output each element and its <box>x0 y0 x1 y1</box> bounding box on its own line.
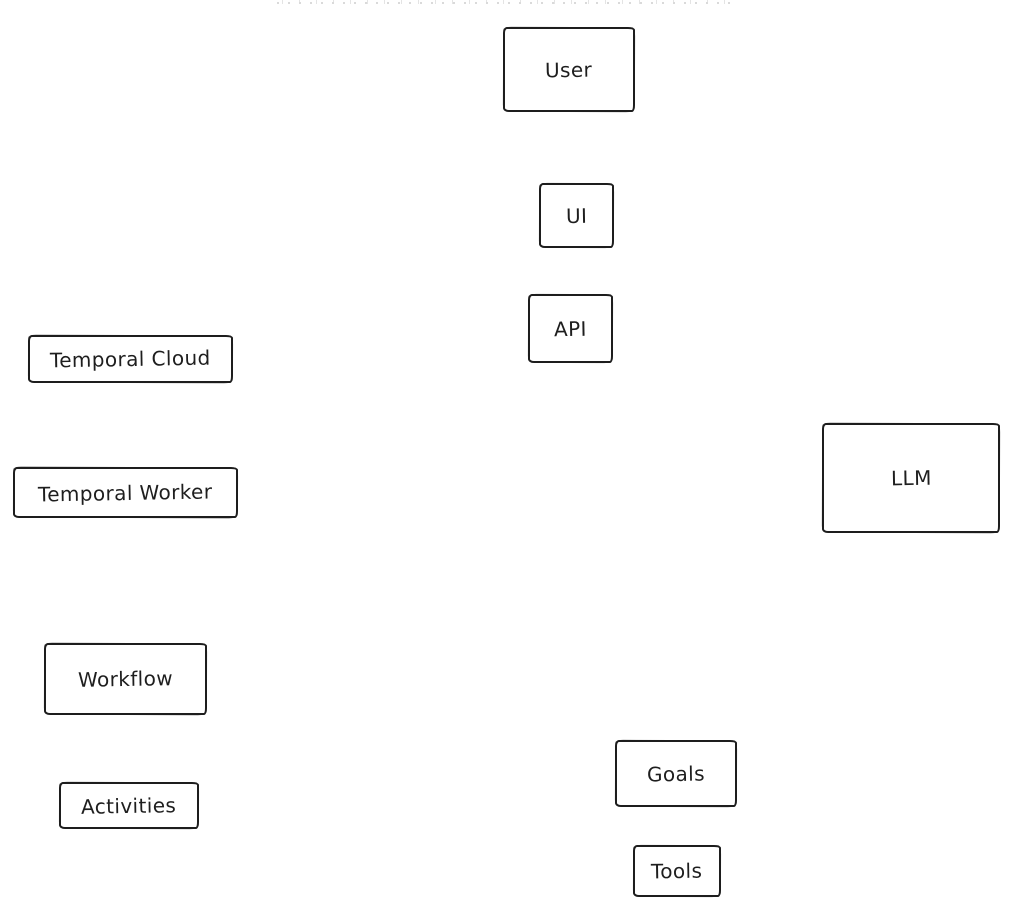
node-label: Temporal Worker <box>38 478 213 507</box>
node-user[interactable]: User <box>503 27 635 112</box>
node-temporal-cloud[interactable]: Temporal Cloud <box>28 335 233 383</box>
node-label: LLM <box>890 465 932 491</box>
node-label: UI <box>565 203 588 228</box>
node-label: Workflow <box>77 666 174 692</box>
node-temporal-worker[interactable]: Temporal Worker <box>13 467 238 518</box>
node-activities[interactable]: Activities <box>59 782 199 829</box>
node-ui[interactable]: UI <box>539 183 614 248</box>
node-label: User <box>545 57 593 82</box>
node-tools[interactable]: Tools <box>633 845 721 897</box>
node-goals[interactable]: Goals <box>615 740 737 807</box>
node-label: Temporal Cloud <box>49 345 212 373</box>
node-label: Tools <box>651 858 703 884</box>
node-llm[interactable]: LLM <box>822 423 1000 533</box>
clipped-top-text-artifact <box>277 0 732 4</box>
node-workflow[interactable]: Workflow <box>44 643 207 715</box>
node-api[interactable]: API <box>528 294 613 363</box>
node-label: Goals <box>646 760 706 787</box>
node-label: API <box>553 316 588 341</box>
node-label: Activities <box>81 792 177 819</box>
